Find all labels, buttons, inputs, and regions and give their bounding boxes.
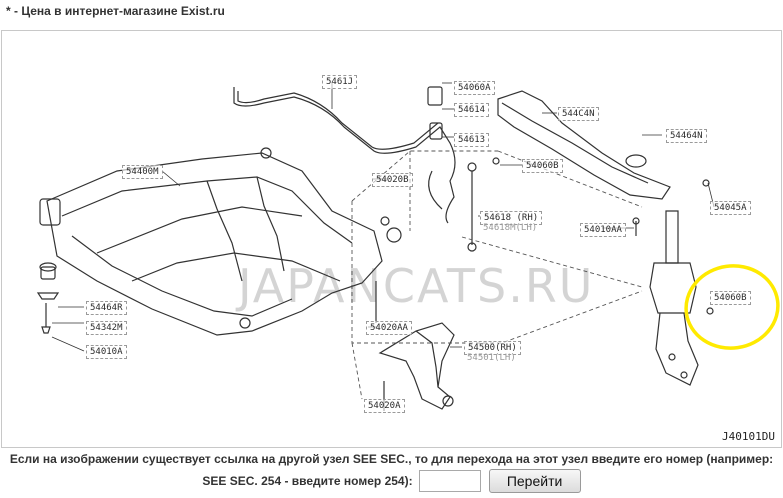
part-54614[interactable]: 54614	[454, 103, 490, 117]
reinforcement-bar	[497, 90, 671, 200]
go-button[interactable]: Перейти	[488, 469, 581, 493]
strut-assembly	[665, 210, 679, 264]
part-54400M[interactable]: 54400M	[122, 165, 163, 179]
part-54060B-top[interactable]: 54060B	[522, 159, 563, 173]
part-54045A[interactable]: 54045A	[710, 201, 751, 215]
part-54342M[interactable]: 54342M	[86, 321, 127, 335]
instructions-line2: SEE SEC. 254 - введите номер 254):	[202, 474, 413, 488]
stabilizer-bar	[233, 87, 456, 224]
section-number-input[interactable]	[418, 470, 481, 492]
diagram-drawing	[36, 82, 780, 411]
part-54060B-circled[interactable]: 54060B	[710, 291, 751, 305]
bushing-upper	[39, 198, 61, 226]
part-54020AA[interactable]: 54020AA	[366, 321, 412, 335]
part-54464R[interactable]: 54464R	[86, 301, 127, 315]
part-54010AA[interactable]: 54010AA	[580, 223, 626, 237]
diagram-code: J40101DU	[722, 430, 775, 443]
part-544C4N[interactable]: 544C4N	[558, 107, 599, 121]
price-note: * - Цена в интернет-магазине Exist.ru	[6, 4, 225, 18]
part-54613[interactable]: 54613	[454, 133, 490, 147]
part-54501-lh[interactable]: 54501(LH)	[467, 353, 516, 363]
highlight-circle	[684, 264, 780, 350]
instructions-line1: Если на изображении существует ссылка на…	[9, 452, 774, 466]
instructions: Если на изображении существует ссылка на…	[0, 452, 783, 467]
part-54020B[interactable]: 54020B	[372, 173, 413, 187]
part-54500-rh[interactable]: 54500(RH)	[464, 341, 521, 355]
part-54060A[interactable]: 54060A	[454, 81, 495, 95]
lower-arm	[378, 322, 455, 410]
subframe-outline	[46, 152, 383, 336]
part-5461J[interactable]: 5461J	[322, 75, 358, 89]
part-54010A[interactable]: 54010A	[86, 345, 127, 359]
part-54464N[interactable]: 54464N	[666, 129, 707, 143]
part-54618M-lh[interactable]: 54618M(LH)	[483, 223, 538, 233]
section-form: SEE SEC. 254 - введите номер 254): Перей…	[0, 468, 783, 494]
parts-diagram: JAPANCATS.RU 54400M 5461J 54060A 54614 5…	[1, 30, 782, 448]
part-54020A[interactable]: 54020A	[364, 399, 405, 413]
part-54618-rh[interactable]: 54618 (RH)	[480, 211, 543, 225]
